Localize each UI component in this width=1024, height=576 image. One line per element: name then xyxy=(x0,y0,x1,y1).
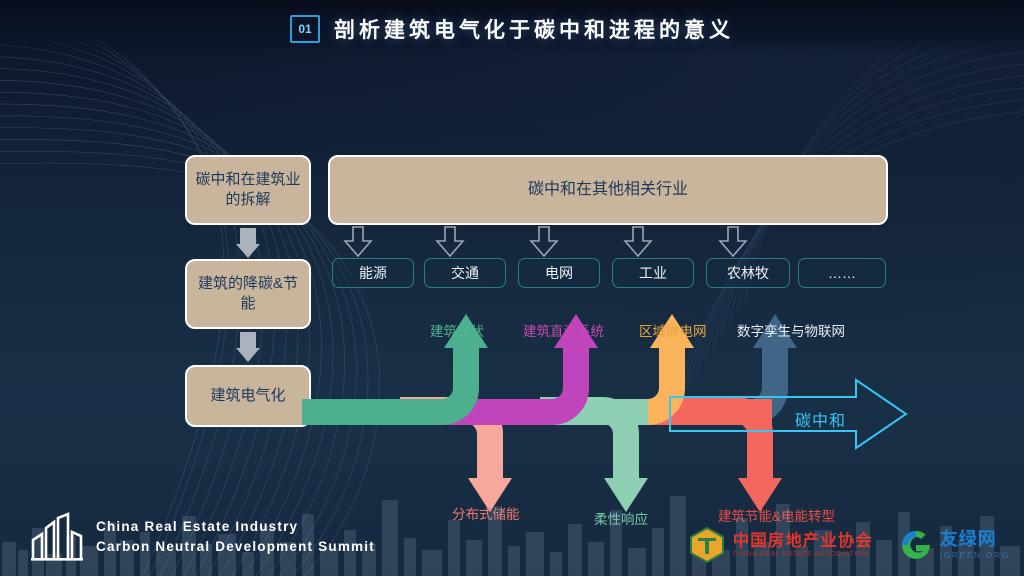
industry-pill-4[interactable]: 工业 xyxy=(612,258,694,288)
event-logo: China Real Estate Industry Carbon Neutra… xyxy=(30,512,375,562)
carbon-neutral-label: 碳中和 xyxy=(795,413,847,430)
box-carbon-neutral-decomposition[interactable]: 碳中和在建筑业的拆解 xyxy=(185,155,311,225)
crea-emblem-icon xyxy=(689,526,724,564)
section-number-badge: 01 xyxy=(290,15,320,43)
box-building-electrification[interactable]: 建筑电气化 xyxy=(185,365,311,427)
flow-up-steel-head xyxy=(753,314,797,348)
industry-pill-1[interactable]: 能源 xyxy=(332,258,414,288)
industry-pill-2[interactable]: 交通 xyxy=(424,258,506,288)
flow-down-label-3: 建筑节能&电能转型 xyxy=(718,505,835,525)
flow-up-orange-head xyxy=(650,314,694,348)
pill-down-arrow-icon-3 xyxy=(529,226,559,262)
flow-up-green-head xyxy=(444,314,488,348)
flow-down-label-2: 柔性响应 xyxy=(594,508,648,528)
partner-igreen[interactable]: 友绿网 IGREEN.ORG xyxy=(899,528,1010,562)
building-logo-icon xyxy=(31,512,83,561)
flow-up-label-2: 建筑直流系统 xyxy=(523,324,604,339)
box-building-carbon-reduction[interactable]: 建筑的降碳&节能 xyxy=(185,259,311,329)
page-title: 剖析建筑电气化于碳中和进程的意义 xyxy=(334,19,734,42)
industry-pill-6[interactable]: …… xyxy=(798,258,886,288)
event-title-line2: Carbon Neutral Development Summit xyxy=(96,539,375,554)
flow-up-label-4: 数字孪生与物联网 xyxy=(737,324,845,339)
slide-header: 01 剖析建筑电气化于碳中和进程的意义 xyxy=(0,14,1024,44)
down-arrow-icon-1 xyxy=(236,228,260,258)
flow-down-mint-head xyxy=(604,478,648,512)
electrification-flow-diagram xyxy=(302,314,908,512)
header-band xyxy=(0,0,1024,56)
pill-down-arrow-icon-5 xyxy=(718,226,748,262)
partner2-name-cn: 友绿网 xyxy=(939,529,997,550)
flow-up-label-3: 区域微电网 xyxy=(639,324,707,339)
partner-china-real-estate-association[interactable]: 中国房地产业协会 CHINA REAL ESTATE ASSOCIATION xyxy=(688,526,873,564)
flow-up-orange xyxy=(506,344,685,425)
flow-up-green xyxy=(302,344,479,425)
box-other-related-industries[interactable]: 碳中和在其他相关行业 xyxy=(328,155,888,225)
partner1-name-cn: 中国房地产业协会 xyxy=(732,532,873,551)
partner-logos: 中国房地产业协会 CHINA REAL ESTATE ASSOCIATION 友… xyxy=(688,526,1010,564)
carbon-neutral-arrow xyxy=(669,378,908,450)
flow-up-label-1: 建筑光伏 xyxy=(430,324,484,339)
flow-down-salmon-head xyxy=(468,478,512,512)
flow-down-red-head xyxy=(738,478,782,512)
industry-pill-5[interactable]: 农林牧 xyxy=(706,258,790,288)
igreen-g-icon xyxy=(901,530,930,559)
flow-up-magenta xyxy=(400,344,589,425)
event-title-line1: China Real Estate Industry xyxy=(96,519,299,535)
flow-up-magenta-head xyxy=(554,314,598,348)
partner1-name-en: CHINA REAL ESTATE ASSOCIATION xyxy=(732,550,869,558)
flow-down-label-1: 分布式储能 xyxy=(452,507,520,522)
pill-down-arrow-icon-1 xyxy=(343,226,373,262)
industry-pill-3[interactable]: 电网 xyxy=(518,258,600,288)
pill-down-arrow-icon-2 xyxy=(435,226,465,262)
partner2-name-en: IGREEN.ORG xyxy=(939,549,1010,560)
pill-down-arrow-icon-4 xyxy=(623,226,653,262)
down-arrow-icon-2 xyxy=(236,332,260,362)
